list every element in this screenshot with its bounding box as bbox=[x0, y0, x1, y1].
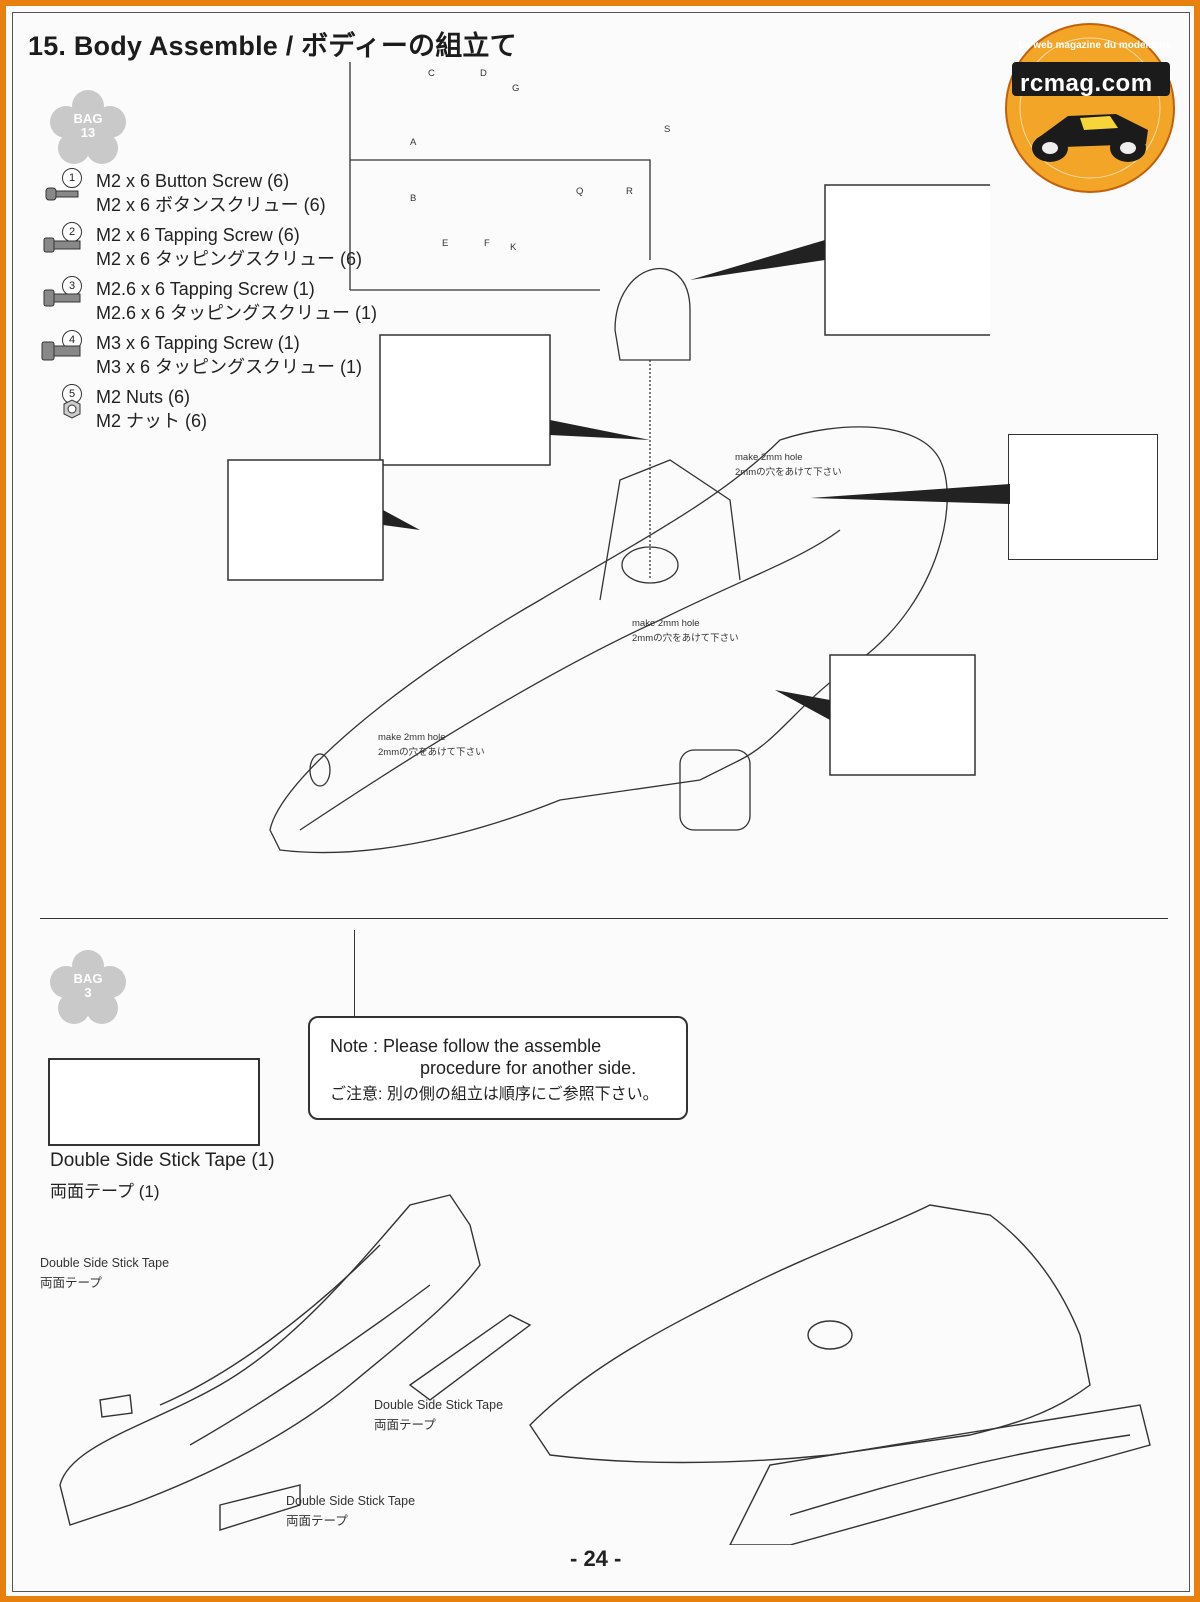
callout-pointer bbox=[810, 484, 1010, 504]
hole-note-jp-1: 2mmの穴をあけて下さい bbox=[735, 467, 842, 478]
part-letter-a: A bbox=[410, 137, 417, 148]
tape-callout-en-2: Double Side Stick Tape bbox=[374, 1398, 504, 1412]
bag-flower-icon bbox=[50, 90, 126, 164]
logo-tagline: Le web magazine du modelisme bbox=[1018, 40, 1172, 51]
page-title: 15. Body Assemble / ボディーの組立て bbox=[28, 31, 517, 61]
tape-label-en: Double Side Stick Tape (1) bbox=[50, 1150, 275, 1171]
hole-note-jp-3: 2mmの穴をあけて下さい bbox=[378, 747, 485, 758]
bag-number: 13 bbox=[80, 125, 96, 140]
tape-callout-jp-2: 両面テープ bbox=[374, 1418, 436, 1432]
part-letter-k: K bbox=[510, 242, 517, 253]
part-name-en: M2 x 6 Tapping Screw (6) bbox=[96, 225, 300, 245]
sidepod-assembly-drawing bbox=[59, 1194, 1151, 1545]
bag-number: 3 bbox=[84, 985, 92, 1000]
hole-note-en-3: make 2mm hole bbox=[378, 732, 446, 743]
page-number: - 24 - bbox=[570, 1546, 622, 1571]
tape-callout-en-1: Double Side Stick Tape bbox=[40, 1256, 170, 1270]
part-name-jp: M3 x 6 タッピングスクリュー (1) bbox=[96, 357, 363, 377]
screw-icons bbox=[41, 187, 81, 419]
part-letter-g: G bbox=[512, 83, 520, 94]
part-name-jp: M2.6 x 6 タッピングスクリュー (1) bbox=[96, 303, 378, 323]
bag-label: BAG bbox=[73, 111, 103, 126]
tape-callout-en-3: Double Side Stick Tape bbox=[286, 1494, 416, 1508]
part-name-jp: M2 x 6 タッピングスクリュー (6) bbox=[96, 249, 363, 269]
part-letter-e: E bbox=[442, 238, 449, 249]
part-letter-d: D bbox=[480, 68, 487, 79]
part-letter-b: B bbox=[410, 193, 417, 204]
part-number-badge: 5 bbox=[62, 384, 82, 404]
hole-note-en-2: make 2mm hole bbox=[632, 618, 700, 629]
tape-illustration-box bbox=[48, 1058, 260, 1146]
note-line-2: procedure for another side. bbox=[420, 1058, 637, 1078]
hole-note-en-1: make 2mm hole bbox=[735, 452, 803, 463]
tape-label-jp: 両面テープ (1) bbox=[50, 1182, 160, 1201]
part-name-jp: M2 x 6 ボタンスクリュー (6) bbox=[96, 195, 326, 215]
part-name-en: M2 x 6 Button Screw (6) bbox=[96, 171, 290, 191]
note-box bbox=[308, 1016, 688, 1120]
section-divider bbox=[40, 918, 1168, 919]
bag-flower-icon bbox=[50, 950, 126, 1024]
bag-label: BAG bbox=[73, 971, 103, 986]
tape-callout-jp-3: 両面テープ bbox=[286, 1514, 348, 1528]
part-name-jp: M2 ナット (6) bbox=[96, 411, 208, 431]
part-letter-c: C bbox=[428, 68, 435, 79]
part-name-en: M2.6 x 6 Tapping Screw (1) bbox=[96, 279, 315, 299]
part-letter-f: F bbox=[484, 238, 490, 249]
bag-badge-3: BAG 3 bbox=[48, 948, 128, 1028]
hole-note-jp-2: 2mmの穴をあけて下さい bbox=[632, 633, 739, 644]
part-number-badge: 1 bbox=[62, 168, 82, 188]
body-assembly-drawing bbox=[227, 62, 990, 854]
page-inner-border bbox=[12, 12, 1190, 1592]
rcmag-logo bbox=[1005, 23, 1175, 193]
tape-callout-jp-1: 両面テープ bbox=[40, 1276, 102, 1290]
part-name-en: M2 Nuts (6) bbox=[96, 387, 191, 407]
part-letter-s: S bbox=[664, 124, 671, 135]
logo-site-name: rcmag.com bbox=[1020, 70, 1153, 97]
note-line-1: Note : Please follow the assemble bbox=[330, 1036, 602, 1056]
bag-badge-13: BAG 13 bbox=[48, 88, 128, 168]
part-letter-q: Q bbox=[576, 186, 584, 197]
callout-box-h-d bbox=[1008, 434, 1158, 560]
part-letter-r: R bbox=[626, 186, 633, 197]
note-line-3: ご注意: 別の側の組立は順序にご参照下さい。 bbox=[330, 1086, 659, 1103]
part-name-en: M3 x 6 Tapping Screw (1) bbox=[96, 333, 300, 353]
